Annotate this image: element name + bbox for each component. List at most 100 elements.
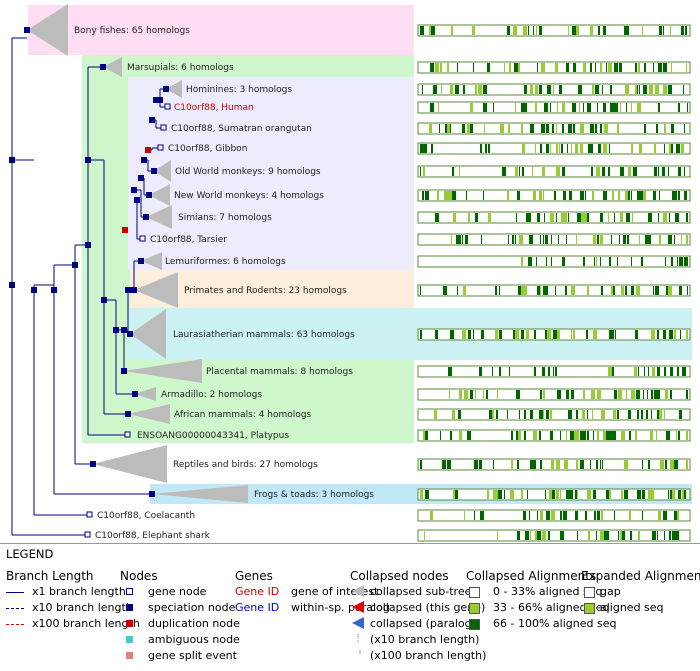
aln-seg-0-451 bbox=[451, 26, 453, 35]
aln-seg-7-507 bbox=[507, 191, 509, 200]
aln-seg-3-597 bbox=[597, 103, 598, 112]
aln-seg-8-581 bbox=[581, 213, 584, 222]
aln-seg-6-562 bbox=[562, 167, 565, 176]
node-speciation-label: speciation node bbox=[148, 601, 236, 614]
aln-seg-15-458 bbox=[458, 410, 461, 419]
aln-seg-15-592 bbox=[592, 410, 593, 419]
aln-seg-1-583 bbox=[583, 63, 586, 72]
aln-seg-13-542 bbox=[542, 367, 545, 376]
aln-seg-10-546 bbox=[546, 257, 547, 266]
aln-seg-2-663 bbox=[663, 85, 667, 94]
aln-seg-2-539 bbox=[539, 85, 542, 94]
label-human: C10orf88, Human bbox=[174, 103, 254, 113]
aln-seg-14-618 bbox=[618, 390, 622, 399]
aln-seg-6-459 bbox=[459, 167, 460, 176]
aln-seg-10-596 bbox=[596, 257, 597, 266]
aln-seg-8-658 bbox=[658, 213, 659, 222]
node-gene-swatch bbox=[126, 588, 133, 595]
aln-seg-2-655 bbox=[655, 85, 659, 94]
aln-seg-15-613 bbox=[613, 410, 616, 419]
aln-seg-6-633 bbox=[633, 167, 637, 176]
aln-seg-12-571 bbox=[571, 330, 572, 339]
legend-genes-heading: Genes bbox=[235, 569, 273, 583]
exp-gap-label: gap bbox=[600, 585, 621, 598]
aln-seg-16-450 bbox=[450, 431, 452, 440]
aln-seg-0-513 bbox=[513, 26, 517, 35]
aln-seg-17-580 bbox=[580, 460, 584, 469]
internal-node-8 bbox=[113, 327, 119, 333]
aln-seg-18-624 bbox=[624, 490, 628, 499]
aln-seg-18-575 bbox=[575, 490, 578, 499]
aln-seg-9-648 bbox=[648, 235, 651, 244]
gene-interest-desc: gene of interest bbox=[291, 585, 379, 598]
aln-seg-15-679 bbox=[679, 410, 682, 419]
aln-seg-2-668 bbox=[668, 85, 672, 94]
aln-seg-13-652 bbox=[652, 367, 655, 376]
label-marsupials: Marsupials: 6 homologs bbox=[127, 63, 234, 73]
node-ambiguous-swatch bbox=[126, 636, 133, 643]
aln-seg-2-422 bbox=[422, 85, 423, 94]
aln-seg-19-601 bbox=[601, 511, 603, 520]
aln-seg-13-509 bbox=[509, 367, 510, 376]
aln-seg-5-559 bbox=[559, 144, 560, 153]
aln-seg-13-670 bbox=[670, 367, 673, 376]
node-bony-fishes bbox=[24, 27, 30, 33]
aln-seg-16-518 bbox=[518, 431, 521, 440]
aln-seg-12-651 bbox=[651, 330, 655, 339]
aln-seg-7-631 bbox=[631, 191, 632, 200]
aln-seg-8-587 bbox=[587, 213, 589, 222]
aln-seg-8-666 bbox=[666, 213, 667, 222]
aln-seg-8-602 bbox=[602, 213, 603, 222]
aln-seg-11-687 bbox=[687, 286, 688, 295]
aln-seg-1-638 bbox=[638, 63, 640, 72]
aln-seg-12-669 bbox=[669, 330, 673, 339]
aln-seg-14-486 bbox=[486, 390, 488, 399]
aln-seg-12-473 bbox=[473, 330, 474, 339]
label-elephant-shark: C10orf88, Elephant shark bbox=[95, 531, 211, 541]
aln-seg-7-653 bbox=[653, 191, 656, 200]
aln-seg-8-568 bbox=[568, 213, 569, 222]
aln-seg-7-517 bbox=[517, 191, 520, 200]
aln-seg-15-489 bbox=[489, 410, 492, 419]
alignment-bar-16 bbox=[417, 429, 691, 442]
exp-gap-swatch bbox=[584, 587, 595, 598]
aln-seg-17-511 bbox=[511, 460, 513, 469]
aln-seg-13-534 bbox=[534, 367, 536, 376]
node-ambiguous-label: ambiguous node bbox=[148, 633, 240, 646]
aln-seg-7-437 bbox=[437, 191, 439, 200]
aln-seg-8-686 bbox=[686, 213, 688, 222]
aln-seg-7-533 bbox=[533, 191, 536, 200]
aln-seg-6-620 bbox=[620, 167, 624, 176]
aln-seg-9-566 bbox=[566, 235, 567, 244]
exp-aligned-label: aligned seq bbox=[600, 601, 664, 614]
aln-seg-6-515 bbox=[515, 167, 518, 176]
aln-seg-15-641 bbox=[641, 410, 643, 419]
aln-seg-12-553 bbox=[553, 330, 557, 339]
alignment-bar-14 bbox=[417, 388, 691, 401]
internal-node-10 bbox=[125, 287, 131, 293]
aln-seg-11-543 bbox=[543, 286, 547, 295]
label-bony-fishes: Bony fishes: 65 homologs bbox=[74, 26, 190, 36]
aln-seg-0-572 bbox=[572, 26, 576, 35]
aln-seg-1-537 bbox=[537, 63, 538, 72]
aln-seg-1-509 bbox=[509, 63, 511, 72]
aln-seg-16-629 bbox=[629, 431, 631, 440]
alignment-bar-10 bbox=[417, 255, 691, 268]
aln-seg-11-537 bbox=[537, 286, 540, 295]
aln-seg-9-668 bbox=[668, 235, 672, 244]
aln-seg-8-550 bbox=[550, 213, 554, 222]
label-coelacanth: C10orf88, Coelacanth bbox=[97, 511, 195, 521]
aln-seg-7-639 bbox=[639, 191, 643, 200]
aln-seg-4-552 bbox=[552, 124, 554, 133]
node-gene-label: gene node bbox=[148, 585, 207, 598]
aln-seg-20-525 bbox=[525, 531, 529, 540]
aln-seg-4-467 bbox=[467, 124, 470, 133]
aln-seg-4-484 bbox=[484, 124, 485, 133]
aln-seg-1-614 bbox=[614, 63, 618, 72]
aln-seg-18-569 bbox=[569, 490, 573, 499]
aln-seg-1-608 bbox=[608, 63, 612, 72]
aln-seg-3-483 bbox=[483, 103, 487, 112]
aln-seg-18-556 bbox=[556, 490, 559, 499]
aln-seg-11-587 bbox=[587, 286, 589, 295]
aln-seg-10-617 bbox=[617, 257, 618, 266]
